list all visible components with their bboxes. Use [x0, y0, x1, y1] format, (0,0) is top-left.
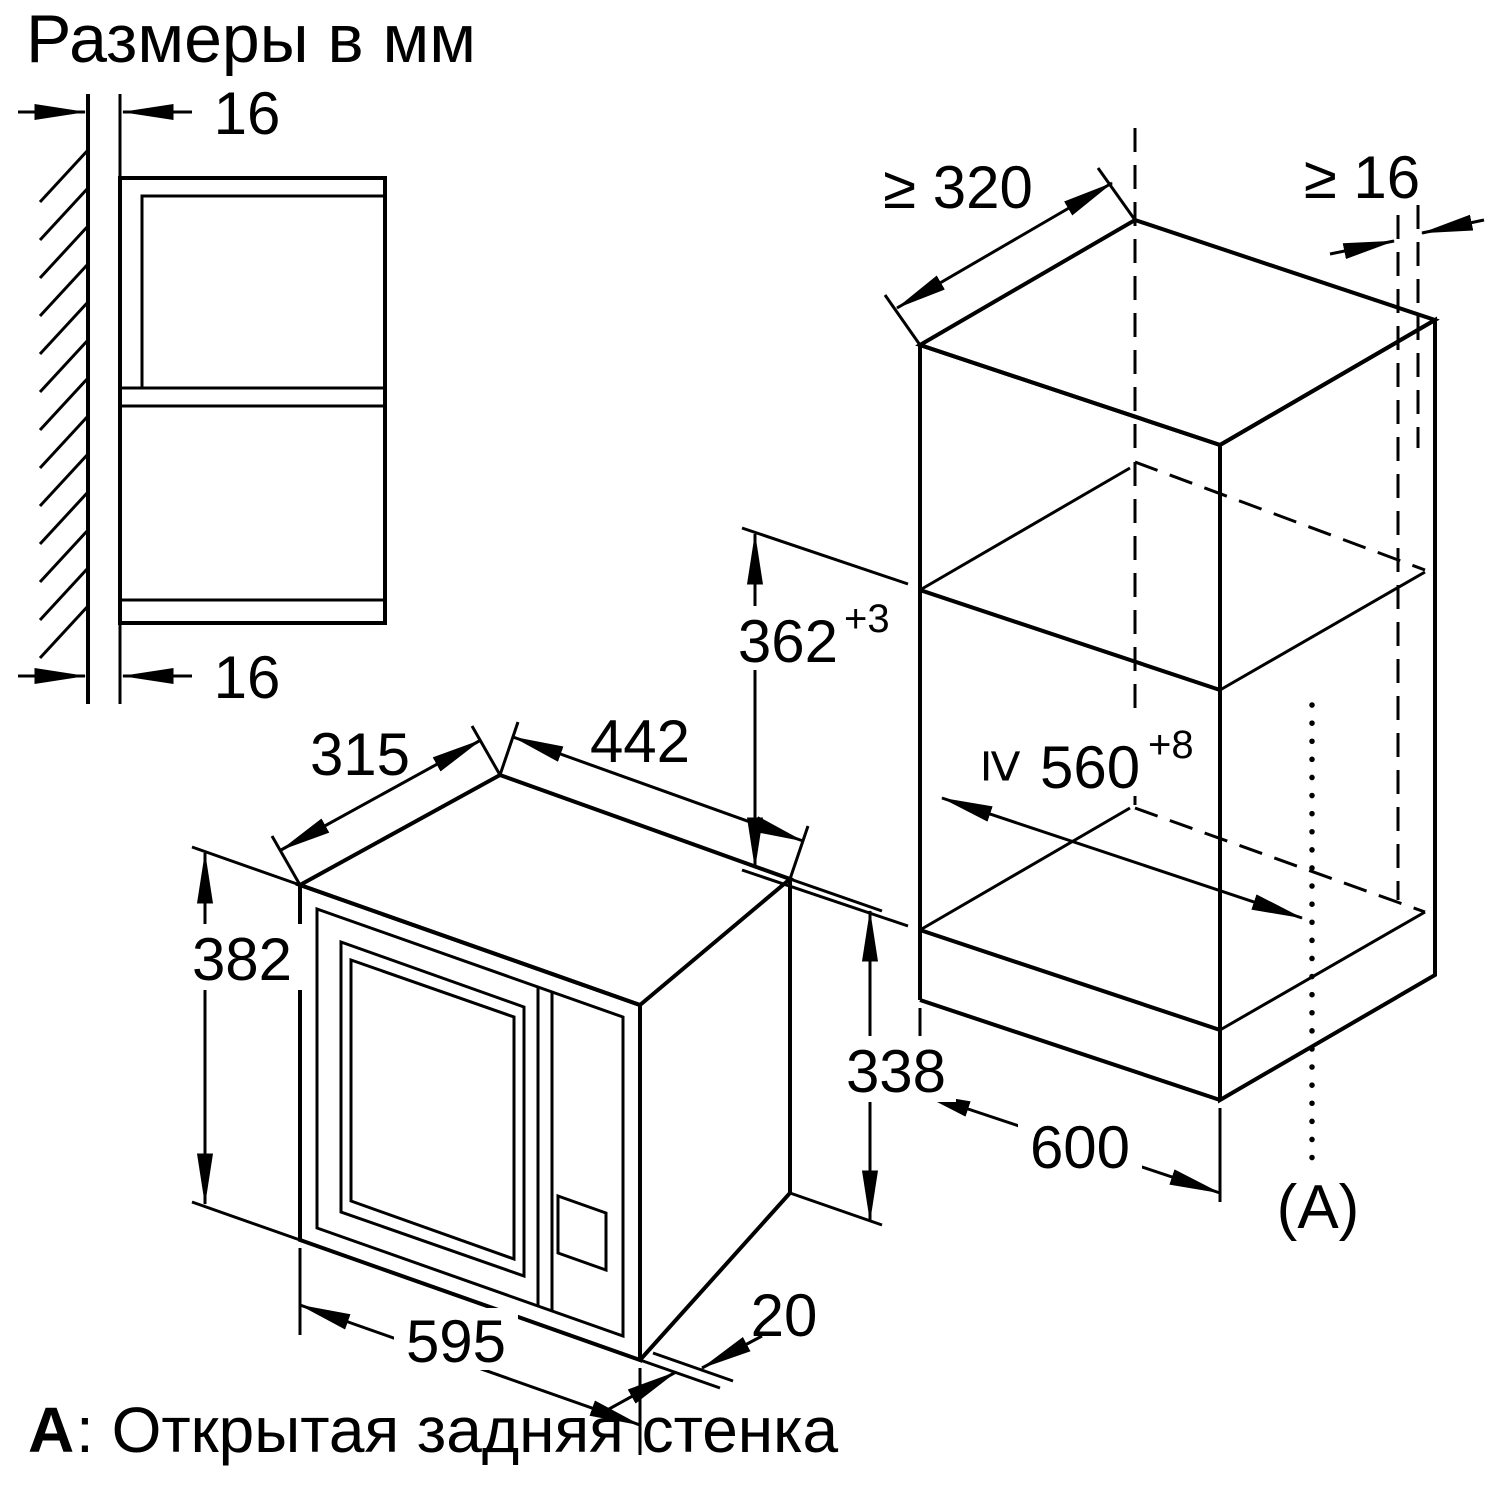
open-back-marker: (A)	[1277, 702, 1360, 1242]
dim-niche-width-bg	[968, 718, 1206, 796]
dim-microwave-height-label: 382	[192, 926, 292, 993]
dim-microwave-overhang-label: 20	[751, 1282, 818, 1349]
dim-microwave-body-height-bg	[834, 1036, 956, 1102]
dim-cabinet-depth: ≥ 320	[883, 154, 1137, 346]
dim-microwave-height: 382	[180, 845, 304, 1242]
dim-microwave-top-width: 442	[498, 708, 810, 880]
microwave-display-panel	[556, 1193, 608, 1273]
dim-microwave-width: 595	[298, 1248, 642, 1455]
microwave-door-edge-lines	[536, 987, 554, 1311]
dim-wall-bottom-16-label: 16	[214, 644, 281, 711]
dim-microwave-top-width-label: 442	[590, 708, 690, 775]
dim-cabinet-width: 600	[918, 1008, 1222, 1202]
dim-wall-bottom-16: 16	[18, 644, 280, 711]
dim-cabinet-width-bg	[1018, 1112, 1142, 1178]
dim-cabinet-back-gap: ≥ 16	[1304, 144, 1485, 259]
cabinet-upper-front-panel	[918, 342, 1222, 693]
wall-section-detail: 16 16	[18, 80, 387, 711]
dim-microwave-depth-label: 315	[310, 721, 410, 788]
dim-microwave-width-label: 595	[406, 1308, 506, 1375]
dim-niche-width-prefix: ≥	[971, 750, 1038, 783]
dim-wall-top-16-label: 16	[214, 80, 281, 147]
cabinet-top-face	[915, 217, 1440, 448]
microwave-door-glass-inner	[349, 957, 516, 1262]
dim-cabinet-depth-label: ≥ 320	[883, 154, 1033, 221]
cabinet-right-face	[1218, 316, 1437, 1104]
cabinet-section-outline	[118, 176, 387, 625]
dim-niche-width-tol: +8	[1148, 723, 1194, 767]
dim-niche-height-bg	[726, 606, 898, 670]
legend-text: : Открытая задняя стенка	[76, 1394, 839, 1466]
cabinet-bottom-front-edge	[919, 998, 1221, 1102]
open-back-label: (A)	[1277, 1173, 1360, 1242]
cabinet-niche-drawing: ≥ 320 ≥ 16 362 +3 ≥ 560 +8 6	[726, 128, 1485, 1242]
dim-cabinet-width-label: 600	[1030, 1114, 1130, 1181]
wall-hatching	[38, 148, 90, 660]
dim-microwave-width-bg	[394, 1308, 518, 1370]
dim-microwave-body-height: 338	[789, 877, 956, 1227]
microwave-drawing: 315 442 382 338 595	[180, 708, 956, 1455]
cabinet-section-top-panel	[140, 194, 385, 388]
cabinet-section-shelves	[120, 386, 385, 602]
dim-niche-height-tol: +3	[844, 597, 890, 641]
legend-key: A	[28, 1394, 74, 1466]
dim-microwave-body-height-label: 338	[846, 1038, 946, 1105]
dim-niche-height-label: 362	[738, 608, 838, 675]
dim-microwave-depth: 315	[270, 721, 502, 886]
microwave-door-glass-outer	[339, 939, 526, 1279]
dim-microwave-overhang: 20	[599, 1282, 818, 1416]
page-title: Размеры в мм	[26, 1, 476, 77]
legend: A : Открытая задняя стенка	[28, 1394, 839, 1466]
dim-wall-top-16: 16	[18, 80, 280, 147]
dim-niche-width-label: 560	[1040, 734, 1140, 801]
dim-niche-width: ≥ 560 +8	[940, 718, 1304, 920]
dim-cabinet-back-gap-label: ≥ 16	[1304, 144, 1420, 211]
microwave-inner-frame	[315, 906, 625, 1339]
cabinet-niche-floor-front-edge	[919, 928, 1221, 1032]
dim-microwave-height-bg	[180, 924, 304, 990]
